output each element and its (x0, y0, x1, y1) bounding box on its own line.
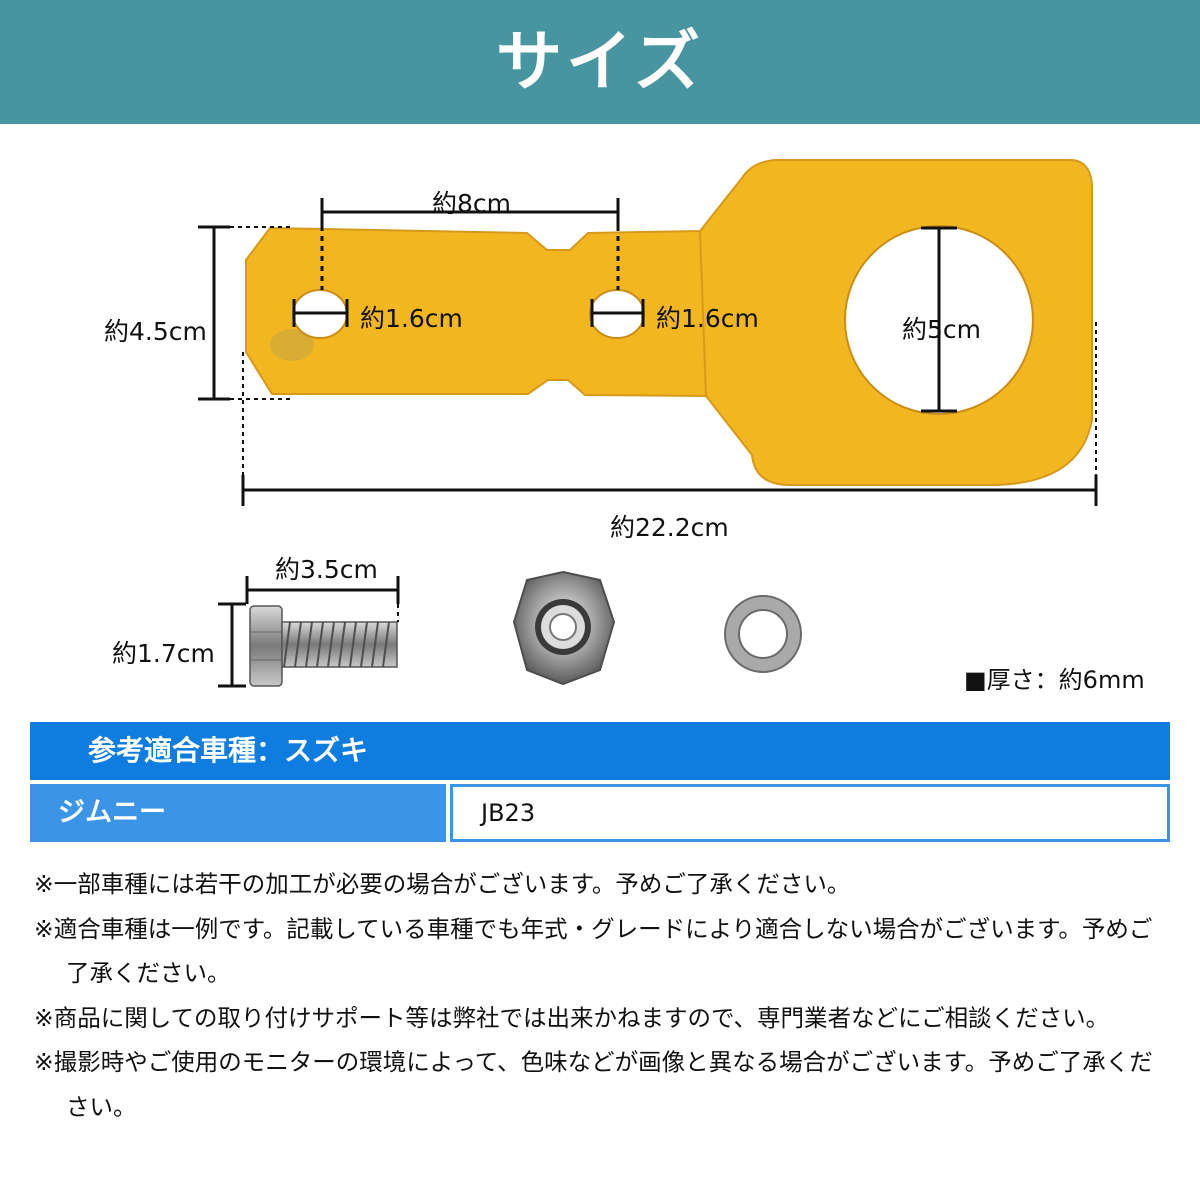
diagram-svg (198, 159, 1098, 688)
model-code-cell: JB23 (450, 784, 1170, 842)
total-length-dimension (241, 322, 1098, 506)
model-cell: ジムニー (30, 784, 446, 842)
tow-hook-plate (245, 159, 1093, 486)
note-item: ※適合車種は一例です。記載している車種でも年式・グレードにより適合しない場合がご… (34, 914, 1153, 988)
hole1-diameter-label: 約1.6cm (360, 304, 463, 333)
compat-title: 参考適合車種：スズキ (88, 734, 369, 767)
hole-diameter-dimension-right (590, 299, 645, 327)
bolt-length-label: 約3.5cm (275, 555, 378, 584)
compat-row: ジムニー JB23 (30, 784, 1170, 842)
hole-spacing-dimension (320, 198, 620, 290)
plate-mark (270, 329, 314, 361)
note-item: ※一部車種には若干の加工が必要の場合がございます。予めご了承ください。 (34, 870, 851, 898)
bolt-image (249, 605, 398, 687)
ring-diameter-label: 約5cm (902, 315, 982, 344)
plate-width-dimension (198, 225, 290, 401)
model-code: JB23 (481, 799, 536, 827)
note-item: ※商品に関しての取り付けサポート等は弊社では出来かねますので、専門業者などにご相… (34, 1003, 1110, 1032)
compat-header: 参考適合車種：スズキ (30, 722, 1170, 780)
bolt-length-dimension (245, 576, 400, 622)
model-name: ジムニー (58, 797, 166, 828)
washer-image (724, 595, 802, 673)
total-length-label: 約22.2cm (610, 513, 729, 542)
page-title: サイズ (495, 23, 705, 100)
note-item: ※撮影時やご使用のモニターの環境によって、色味などが画像と異なる場合がございます… (34, 1048, 1153, 1121)
hole2-diameter-label: 約1.6cm (656, 304, 759, 333)
plate-width-label: 約4.5cm (104, 317, 207, 346)
ring-diameter-dimension (921, 226, 957, 413)
thickness-label: ■厚さ：約6mm (964, 666, 1145, 694)
bolt-head-label: 約1.7cm (112, 639, 215, 668)
notes-list: ※一部車種には若干の加工が必要の場合がございます。予めご了承ください。 ※適合車… (34, 862, 1174, 1129)
hole-spacing-label: 約8cm (432, 189, 512, 218)
nut-image (512, 570, 616, 686)
size-diagram: 約8cm 約1.6cm 約1.6cm 約4.5cm 約5cm 約22.2cm 約… (0, 124, 1200, 700)
header-banner: サイズ (0, 0, 1200, 124)
bolt-head-dimension (218, 602, 246, 688)
hole-diameter-dimension-left (292, 299, 349, 327)
plate-seam (699, 230, 707, 397)
